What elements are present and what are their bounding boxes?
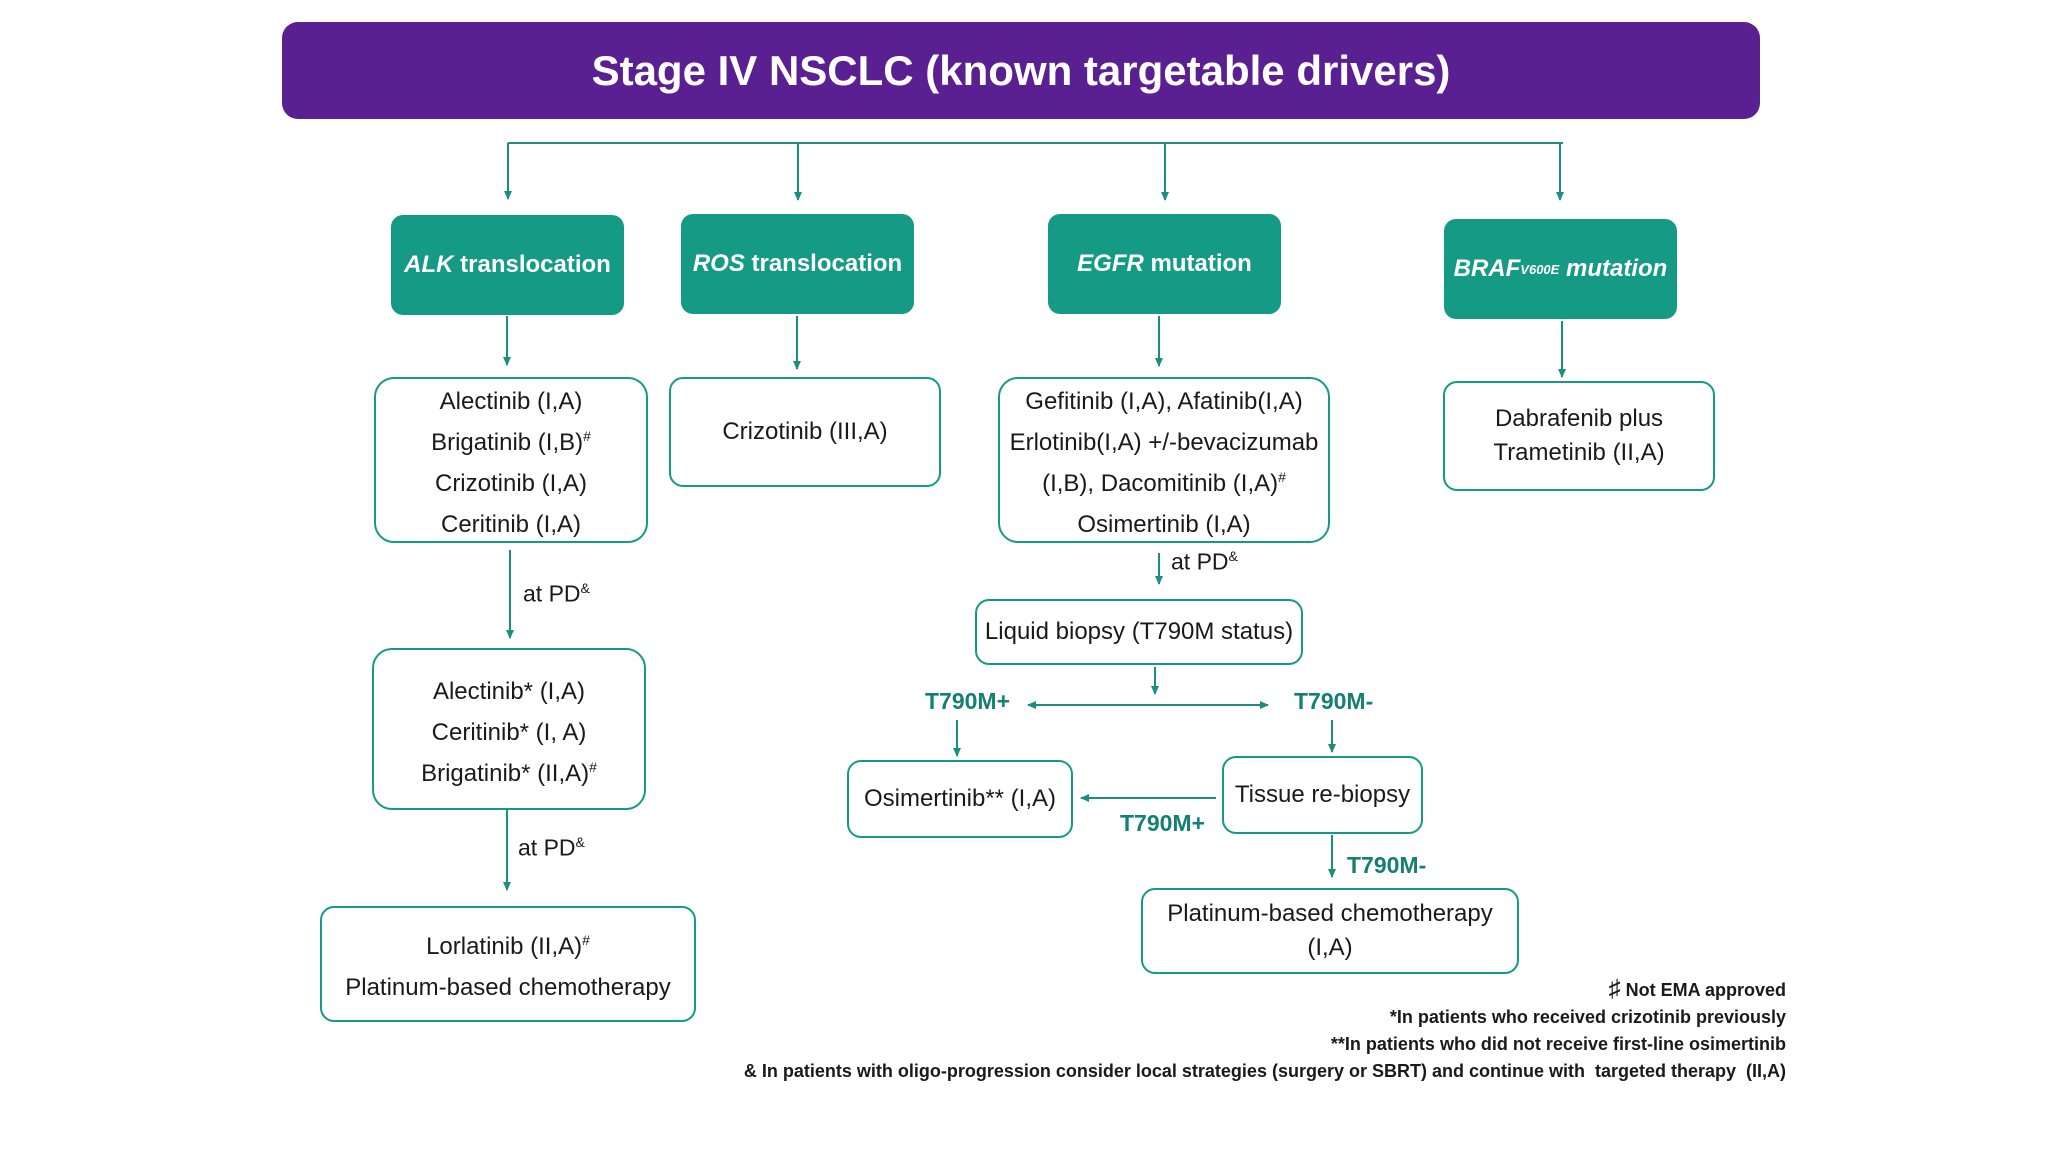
treatment-line: Alectinib (I,A) [439,388,583,415]
liquid-biopsy-text: Liquid biopsy (T790M status) [984,618,1294,645]
footnote-not-ema: ♯ Not EMA approved [1608,975,1786,1002]
egfr-label: mutation [1143,250,1252,277]
alk-gene: ALK [404,251,454,278]
braf-label: mutation [1559,255,1668,282]
t790m-positive-label-2: T790M+ [1120,810,1206,836]
alk-third-line-box: Lorlatinib (II,A)# Platinum-based chemot… [320,906,696,1022]
treatment-line: Lorlatinib (II,A)# [426,932,590,960]
treatment-line: Crizotinib (III,A) [722,418,888,445]
t790m-positive-label: T790M+ [925,688,1011,714]
braf-first-line-box: Dabrafenib plus Trametinib (II,A) [1443,381,1715,491]
treatment-line: Osimertinib (I,A) [1077,511,1251,538]
braf-gene: BRAF [1453,255,1521,282]
sharp-symbol: ♯ [1608,975,1621,1002]
egfr-mutation-box: EGFR mutation [1048,214,1281,314]
braf-variant: V600E [1520,261,1560,277]
osimertinib-text: Osimertinib** (I,A) [863,785,1057,812]
tissue-rebiopsy-text: Tissue re-biopsy [1234,781,1411,808]
page-title: Stage IV NSCLC (known targetable drivers… [591,46,1451,94]
ros-gene: ROS [692,250,745,277]
tissue-rebiopsy-box: Tissue re-biopsy [1222,756,1423,834]
treatment-line: Brigatinib* (II,A)# [421,758,597,787]
alk-translocation-box: ALK translocation [391,215,624,315]
liquid-biopsy-box: Liquid biopsy (T790M status) [975,599,1303,665]
treatment-line: Crizotinib (I,A) [434,470,588,497]
osimertinib-box: Osimertinib** (I,A) [847,760,1073,838]
alk-second-line-box: Alectinib* (I,A) Ceritinib* (I, A) Briga… [372,648,646,810]
treatment-line: Alectinib* (I,A) [432,677,586,705]
treatment-line: Platinum-based chemotherapy [345,974,671,1001]
treatment-line: (I,B), Dacomitinib (I,A)# [1042,469,1286,497]
alk-label: translocation [453,251,611,278]
t790m-negative-label: T790M- [1294,688,1374,714]
platinum-chemotherapy-box: Platinum-based chemotherapy (I,A) [1141,888,1519,974]
alk-at-pd-label-2: at PD& [518,834,585,861]
footnotes: ♯ Not EMA approved *In patients who rece… [744,975,1786,1085]
treatment-line: Brigatinib (I,B)# [431,428,591,456]
treatment-line: Ceritinib (I,A) [440,511,582,538]
alk-at-pd-label-1: at PD& [523,580,590,607]
footnote-crizotinib: *In patients who received crizotinib pre… [1389,1007,1786,1027]
ros-first-line-box: Crizotinib (III,A) [669,377,941,487]
alk-first-line-box: Alectinib (I,A) Brigatinib (I,B)# Crizot… [374,377,648,543]
treatment-line: Erlotinib(I,A) +/-bevacizumab [1009,429,1319,456]
treatment-line: Gefitinib (I,A), Afatinib(I,A) [1025,388,1303,415]
platinum-text: Platinum-based chemotherapy (I,A) [1167,900,1493,961]
egfr-at-pd-label: at PD& [1171,548,1238,575]
ros-label: translocation [744,250,903,277]
treatment-line: Trametinib (II,A) [1493,439,1665,466]
egfr-gene: EGFR [1077,250,1144,277]
egfr-first-line-box: Gefitinib (I,A), Afatinib(I,A) Erlotinib… [998,377,1330,543]
treatment-line: Ceritinib* (I, A) [431,718,587,746]
footnote-oligo-progression: & In patients with oligo-progression con… [743,1061,1786,1081]
title-banner: Stage IV NSCLC (known targetable drivers… [282,22,1760,119]
ros-translocation-box: ROS translocation [681,214,914,314]
footnote-osimertinib: **In patients who did not receive first-… [1330,1034,1786,1054]
t790m-negative-label-2: T790M- [1347,852,1427,878]
treatment-line: Dabrafenib plus [1494,405,1664,432]
